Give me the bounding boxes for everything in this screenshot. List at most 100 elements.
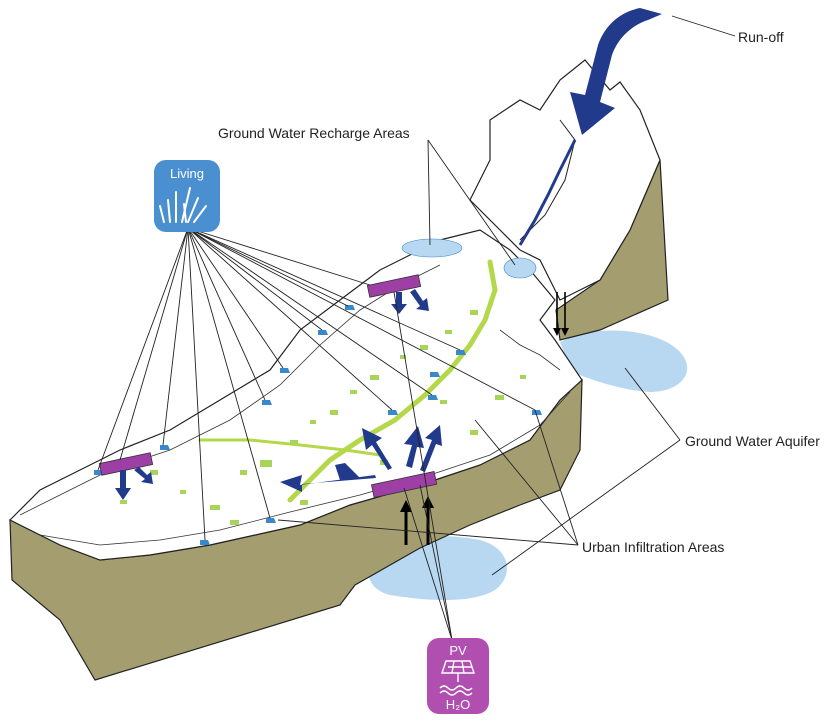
water-node <box>456 350 466 355</box>
green-patch <box>210 505 220 510</box>
pv-leader <box>419 484 453 641</box>
runoff-arrow-shape <box>570 8 662 135</box>
runoff-arrow <box>570 8 662 135</box>
living-leader <box>119 227 189 461</box>
living-leader <box>97 227 189 471</box>
mountain-stream <box>518 139 577 246</box>
runoff-leader <box>671 15 736 37</box>
flow-arrow <box>391 292 407 314</box>
solar-panel-icon <box>441 660 475 682</box>
terrain-contour-1 <box>19 264 441 516</box>
leader-lines <box>97 15 736 641</box>
living-leader <box>187 227 206 541</box>
flow-arrow <box>404 426 424 468</box>
labels: Run-off Ground Water Recharge Areas Grou… <box>218 29 820 555</box>
infiltration-arrow-head <box>400 500 412 512</box>
water-node <box>262 400 272 405</box>
green-patch <box>440 400 447 404</box>
water-node <box>200 540 210 545</box>
infiltration-arrow-head <box>422 496 434 508</box>
living-leader <box>187 227 271 519</box>
pv-badge: PV H₂O <box>427 638 489 714</box>
pv-leader <box>393 291 453 641</box>
living-leader <box>187 227 371 286</box>
green-patch <box>230 520 239 525</box>
living-badge-bg <box>154 160 220 232</box>
living-leader <box>187 227 393 411</box>
river <box>198 259 498 503</box>
living-leader <box>187 227 536 411</box>
green-patch <box>150 470 158 475</box>
flow-arrow <box>420 425 442 472</box>
green-patch <box>240 470 247 475</box>
aquifer-leader-2 <box>491 439 681 576</box>
pv-leader <box>403 487 453 641</box>
flow-arrow <box>134 467 153 484</box>
river-branch <box>198 438 382 457</box>
living-leader <box>187 227 349 307</box>
flow-arrow <box>410 289 429 311</box>
water-node <box>318 330 328 335</box>
flow-arrow <box>115 470 131 500</box>
grass-icon <box>159 187 207 223</box>
river-main <box>287 259 498 503</box>
water-node <box>266 518 276 523</box>
green-patch <box>310 420 316 424</box>
mountain <box>469 59 669 341</box>
living-leader <box>187 227 461 351</box>
water-node <box>428 395 438 400</box>
living-leader <box>162 227 189 446</box>
green-patch <box>400 355 406 359</box>
green-patch <box>300 500 308 505</box>
green-patch <box>330 410 338 415</box>
mountain-ridge-line <box>519 119 576 241</box>
green-patch <box>180 490 186 494</box>
infiltration-label: Urban Infiltration Areas <box>582 539 724 555</box>
flow-arrow <box>280 475 376 492</box>
green-patch <box>420 345 428 350</box>
recharge-leader-1 <box>427 139 431 246</box>
green-patch <box>445 330 452 334</box>
flow-arrows <box>115 289 442 500</box>
recharge-ponds <box>401 238 537 279</box>
flow-arrow <box>362 428 392 470</box>
green-patch <box>470 310 478 315</box>
water-node <box>280 368 290 373</box>
water-node <box>160 445 170 450</box>
terrain-contour-3 <box>499 329 561 371</box>
infiltration-arrow-head <box>561 328 569 336</box>
living-leader <box>187 227 323 331</box>
infiltration-leader-3 <box>277 519 579 546</box>
pv-badge-title: PV <box>449 643 467 658</box>
recharge-pond-east <box>503 257 537 279</box>
living-leader <box>187 227 433 396</box>
green-patch <box>520 375 526 379</box>
green-patch <box>470 430 478 435</box>
green-patch <box>120 500 127 504</box>
water-node <box>532 410 542 415</box>
aquifer-label: Ground Water Aquifer <box>685 433 820 449</box>
pv-building-west <box>98 452 154 476</box>
living-leader <box>187 227 284 369</box>
aquifer-lens-east <box>560 330 688 392</box>
flow-arrow <box>335 463 360 480</box>
aquifer-leader-1 <box>624 367 681 441</box>
living-leader <box>187 227 266 401</box>
pv-building-north <box>366 274 422 298</box>
green-patch <box>260 460 272 467</box>
terrain-contour-2 <box>39 391 571 546</box>
green-patches <box>120 310 526 525</box>
green-patch <box>495 395 504 400</box>
water-node <box>430 372 440 377</box>
living-badge: Living <box>154 160 220 232</box>
infiltration-leader-2 <box>534 409 579 546</box>
buildings <box>98 274 438 498</box>
recharge-leader-2 <box>427 139 516 266</box>
green-patch <box>350 390 357 394</box>
pv-building-south <box>370 471 438 498</box>
water-node <box>388 410 398 415</box>
recharge-label: Ground Water Recharge Areas <box>218 125 410 141</box>
green-patch <box>370 375 379 380</box>
